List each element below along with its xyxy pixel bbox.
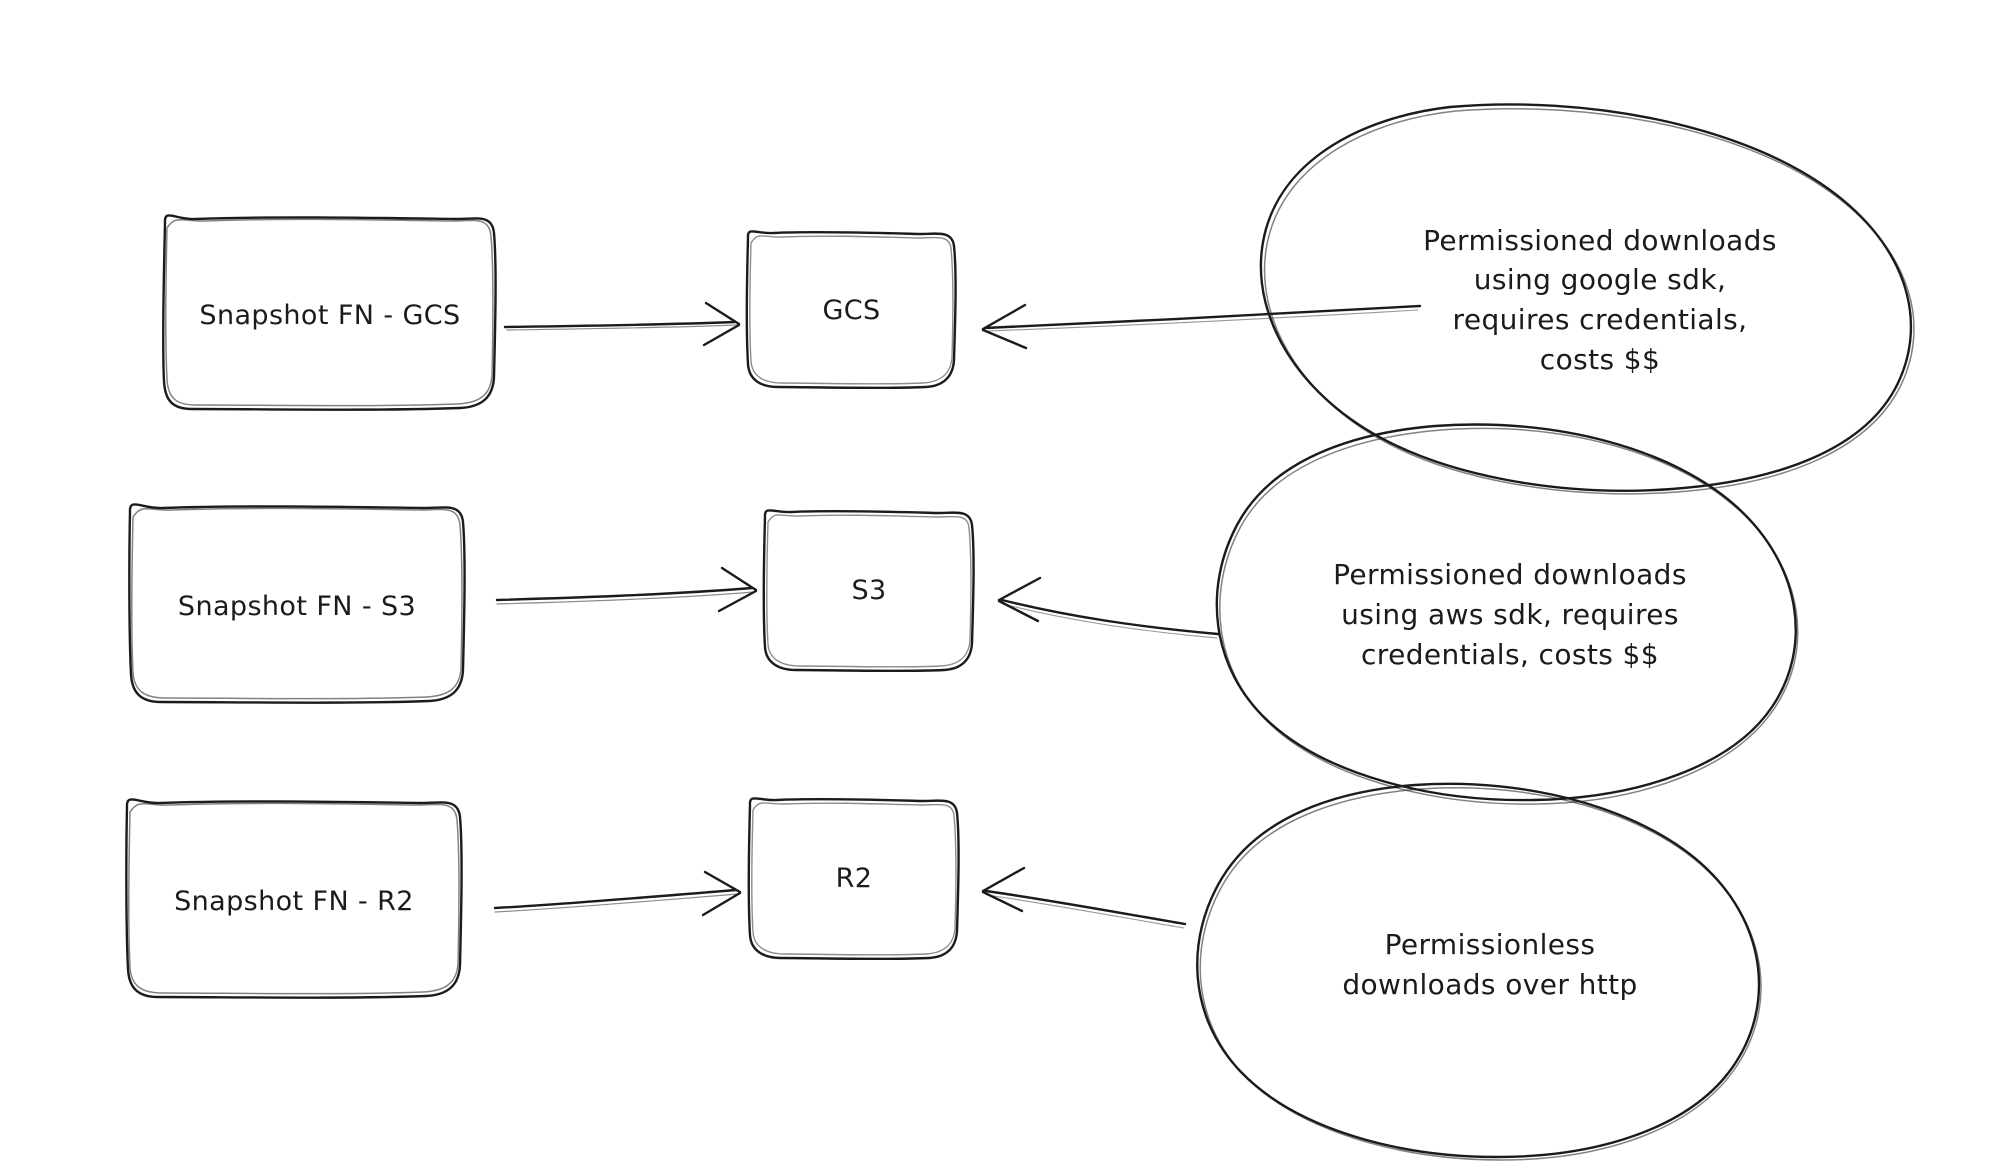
node-snapshot-fn-gcs-shape[interactable] (161, 214, 497, 411)
connector-arrow-note-r2-to-r2 (981, 866, 1187, 929)
node-snapshot-fn-r2-shape[interactable] (125, 798, 463, 999)
connector-arrow-note-s3-to-s3 (997, 576, 1220, 639)
connector-arrow-snapshot-r2-to-r2 (493, 870, 742, 917)
connector-arrow-snapshot-s3-to-s3 (495, 566, 758, 613)
node-s3-shape[interactable] (762, 509, 975, 673)
node-snapshot-fn-s3-shape[interactable] (128, 503, 466, 704)
node-r2-shape[interactable] (747, 797, 960, 961)
node-note-s3-shape[interactable] (1215, 423, 1799, 805)
node-note-r2-shape[interactable] (1196, 782, 1762, 1161)
node-gcs-shape[interactable] (745, 230, 957, 390)
connector-arrow-snapshot-gcs-to-gcs (503, 301, 741, 347)
node-note-gcs-shape[interactable] (1259, 103, 1915, 495)
connector-arrow-note-gcs-to-gcs (981, 303, 1422, 350)
